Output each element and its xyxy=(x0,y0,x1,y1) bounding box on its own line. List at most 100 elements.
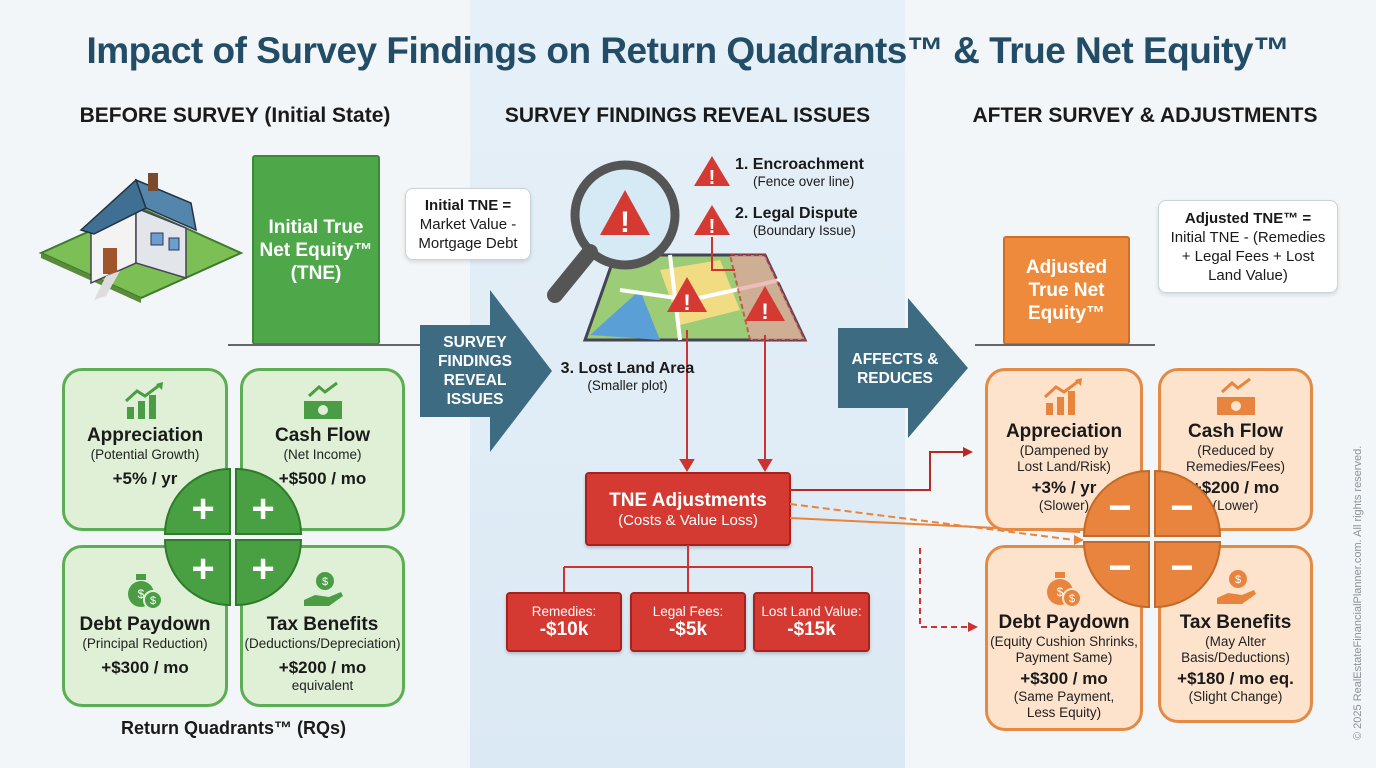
callout-body: Initial TNE - (Remedies + Legal Fees + L… xyxy=(1170,228,1326,284)
survey-arrow xyxy=(420,290,552,452)
q-title: Debt Paydown xyxy=(998,612,1130,633)
cost-label: Legal Fees: xyxy=(652,603,724,619)
issue-title: 2. Legal Dispute xyxy=(735,205,858,222)
svg-text:$: $ xyxy=(1057,585,1064,599)
q-value: +$300 / mo xyxy=(101,658,189,677)
affects-arrow xyxy=(838,298,968,438)
q-note: (Same Payment, Less Equity) xyxy=(1013,689,1115,720)
before-heading: BEFORE SURVEY (Initial State) xyxy=(79,104,391,127)
adjust-title: TNE Adjustments xyxy=(609,489,767,511)
q-value: +$300 / mo xyxy=(1020,669,1108,688)
q-title: Appreciation xyxy=(1005,421,1123,442)
adjusted-tne-bar: Adjusted True Net Equity™ xyxy=(1003,236,1130,345)
survey-arrow-label: SURVEY FINDINGS REVEAL ISSUES xyxy=(437,334,513,408)
baseline xyxy=(228,344,460,346)
issue-sub: (Smaller plot) xyxy=(587,378,668,393)
cost-label: Lost Land Value: xyxy=(761,603,862,619)
q-note: (Lower) xyxy=(1212,498,1259,513)
svg-text:$: $ xyxy=(1069,593,1075,605)
money-bag-icon: $$ xyxy=(128,574,163,610)
q-sub: (Equity Cushion Shrinks, Payment Same) xyxy=(990,634,1138,665)
issue-sub: (Boundary Issue) xyxy=(753,223,856,238)
growth-chart-icon xyxy=(124,382,163,419)
q-value: +3% / yr xyxy=(1031,478,1097,497)
callout-body: Market Value - Mortgage Debt xyxy=(418,215,518,252)
cash-icon xyxy=(1216,377,1255,415)
cost-value: -$10k xyxy=(539,618,589,640)
q-sub: (May Alter Basis/Deductions) xyxy=(1181,634,1290,665)
plus-sign: + xyxy=(191,487,214,531)
svg-text:!: ! xyxy=(709,167,716,189)
issue-lost-land: 3. Lost Land Area(Smaller plot) xyxy=(555,360,700,393)
minus-circle: −−−− xyxy=(1082,469,1222,609)
q-note: equivalent xyxy=(291,678,354,693)
plus-sign: + xyxy=(251,547,274,591)
issue-legal-dispute: 2. Legal Dispute(Boundary Issue) xyxy=(735,205,858,238)
house-icon xyxy=(38,173,244,303)
q-sub: (Potential Growth) xyxy=(90,447,200,462)
tne-adjustments-box: TNE Adjustments(Costs & Value Loss) xyxy=(585,472,791,546)
issue-title: 3. Lost Land Area xyxy=(560,360,695,377)
cost-lost-land: Lost Land Value:-$15k xyxy=(753,592,870,652)
svg-text:$: $ xyxy=(138,587,145,601)
callout-title: Initial TNE = xyxy=(424,196,512,214)
q-value: +$200 / mo xyxy=(278,658,367,677)
q-note: (Slight Change) xyxy=(1188,689,1283,704)
cost-legal-fees: Legal Fees:-$5k xyxy=(630,592,746,652)
cost-value: -$5k xyxy=(668,618,708,640)
svg-text:!: ! xyxy=(709,216,716,238)
issue-title: 1. Encroachment xyxy=(735,156,864,173)
middle-heading: SURVEY FINDINGS REVEAL ISSUES xyxy=(504,104,871,127)
q-value: +$200 / mo xyxy=(1191,478,1280,497)
cost-label: Remedies: xyxy=(531,603,597,619)
q-value: +$180 / mo eq. xyxy=(1177,669,1294,688)
q-sub: (Reduced by Remedies/Fees) xyxy=(1185,443,1286,474)
q-title: Debt Paydown xyxy=(79,614,211,635)
adjusted-tne-callout: Adjusted TNE™ = Initial TNE - (Remedies … xyxy=(1158,200,1338,293)
svg-text:!: ! xyxy=(620,206,630,239)
initial-tne-callout: Initial TNE = Market Value - Mortgage De… xyxy=(405,188,531,260)
page-title: Impact of Survey Findings on Return Quad… xyxy=(86,30,1290,71)
adjust-sub: (Costs & Value Loss) xyxy=(618,511,758,529)
q-title: Cash Flow xyxy=(274,425,370,446)
plus-circle: + + + + xyxy=(163,467,303,607)
svg-text:$: $ xyxy=(1234,574,1240,586)
growth-chart-icon xyxy=(1043,378,1082,415)
affects-arrow-label: AFFECTS & REDUCES xyxy=(851,351,939,387)
q-sub: (Principal Reduction) xyxy=(82,636,208,651)
svg-text:$: $ xyxy=(150,595,156,607)
q-title: Cash Flow xyxy=(1187,421,1283,442)
svg-text:!: ! xyxy=(683,290,690,315)
q-value: +5% / yr xyxy=(112,469,178,488)
svg-text:$: $ xyxy=(321,576,327,588)
quadrant-cash-flow-adjusted: Cash Flow (Reduced by Remedies/Fees) +$2… xyxy=(1158,368,1313,531)
plus-sign: + xyxy=(191,547,214,591)
minus-sign: − xyxy=(1170,486,1193,530)
issue-encroachment: 1. Encroachment(Fence over line) xyxy=(735,156,864,189)
minus-sign: − xyxy=(1108,486,1131,530)
after-heading: AFTER SURVEY & ADJUSTMENTS xyxy=(972,104,1318,127)
initial-tne-bar: Initial True Net Equity™ (TNE) xyxy=(252,155,380,345)
quadrant-tax-benefits-adjusted: $ Tax Benefits (May Alter Basis/Deductio… xyxy=(1158,545,1313,723)
cost-value: -$15k xyxy=(787,618,836,640)
minus-sign: − xyxy=(1170,546,1193,590)
q-note: (Slower) xyxy=(1038,498,1090,513)
copyright: © 2025 RealEstateFinancialPlanner.com. A… xyxy=(1352,445,1364,740)
minus-sign: − xyxy=(1108,546,1131,590)
callout-title: Adjusted TNE™ = xyxy=(1184,209,1312,227)
rq-label: Return Quadrants™ (RQs) xyxy=(120,718,347,738)
hand-coin-icon: $ xyxy=(1216,570,1256,604)
hand-coin-icon: $ xyxy=(303,572,343,606)
q-value: +$500 / mo xyxy=(278,469,367,488)
q-title: Tax Benefits xyxy=(266,614,379,635)
q-sub: (Deductions/Depreciation) xyxy=(244,636,401,651)
q-sub: (Dampened by Lost Land/Risk) xyxy=(1017,443,1111,474)
q-title: Appreciation xyxy=(86,425,204,446)
plus-sign: + xyxy=(251,487,274,531)
cost-remedies: Remedies:-$10k xyxy=(506,592,622,652)
svg-text:!: ! xyxy=(761,299,768,324)
survey-map-illustration: ! ! ! ! ! xyxy=(547,156,808,472)
cash-icon xyxy=(303,381,342,419)
issue-sub: (Fence over line) xyxy=(753,174,855,189)
money-bag-icon: $$ xyxy=(1047,572,1082,608)
